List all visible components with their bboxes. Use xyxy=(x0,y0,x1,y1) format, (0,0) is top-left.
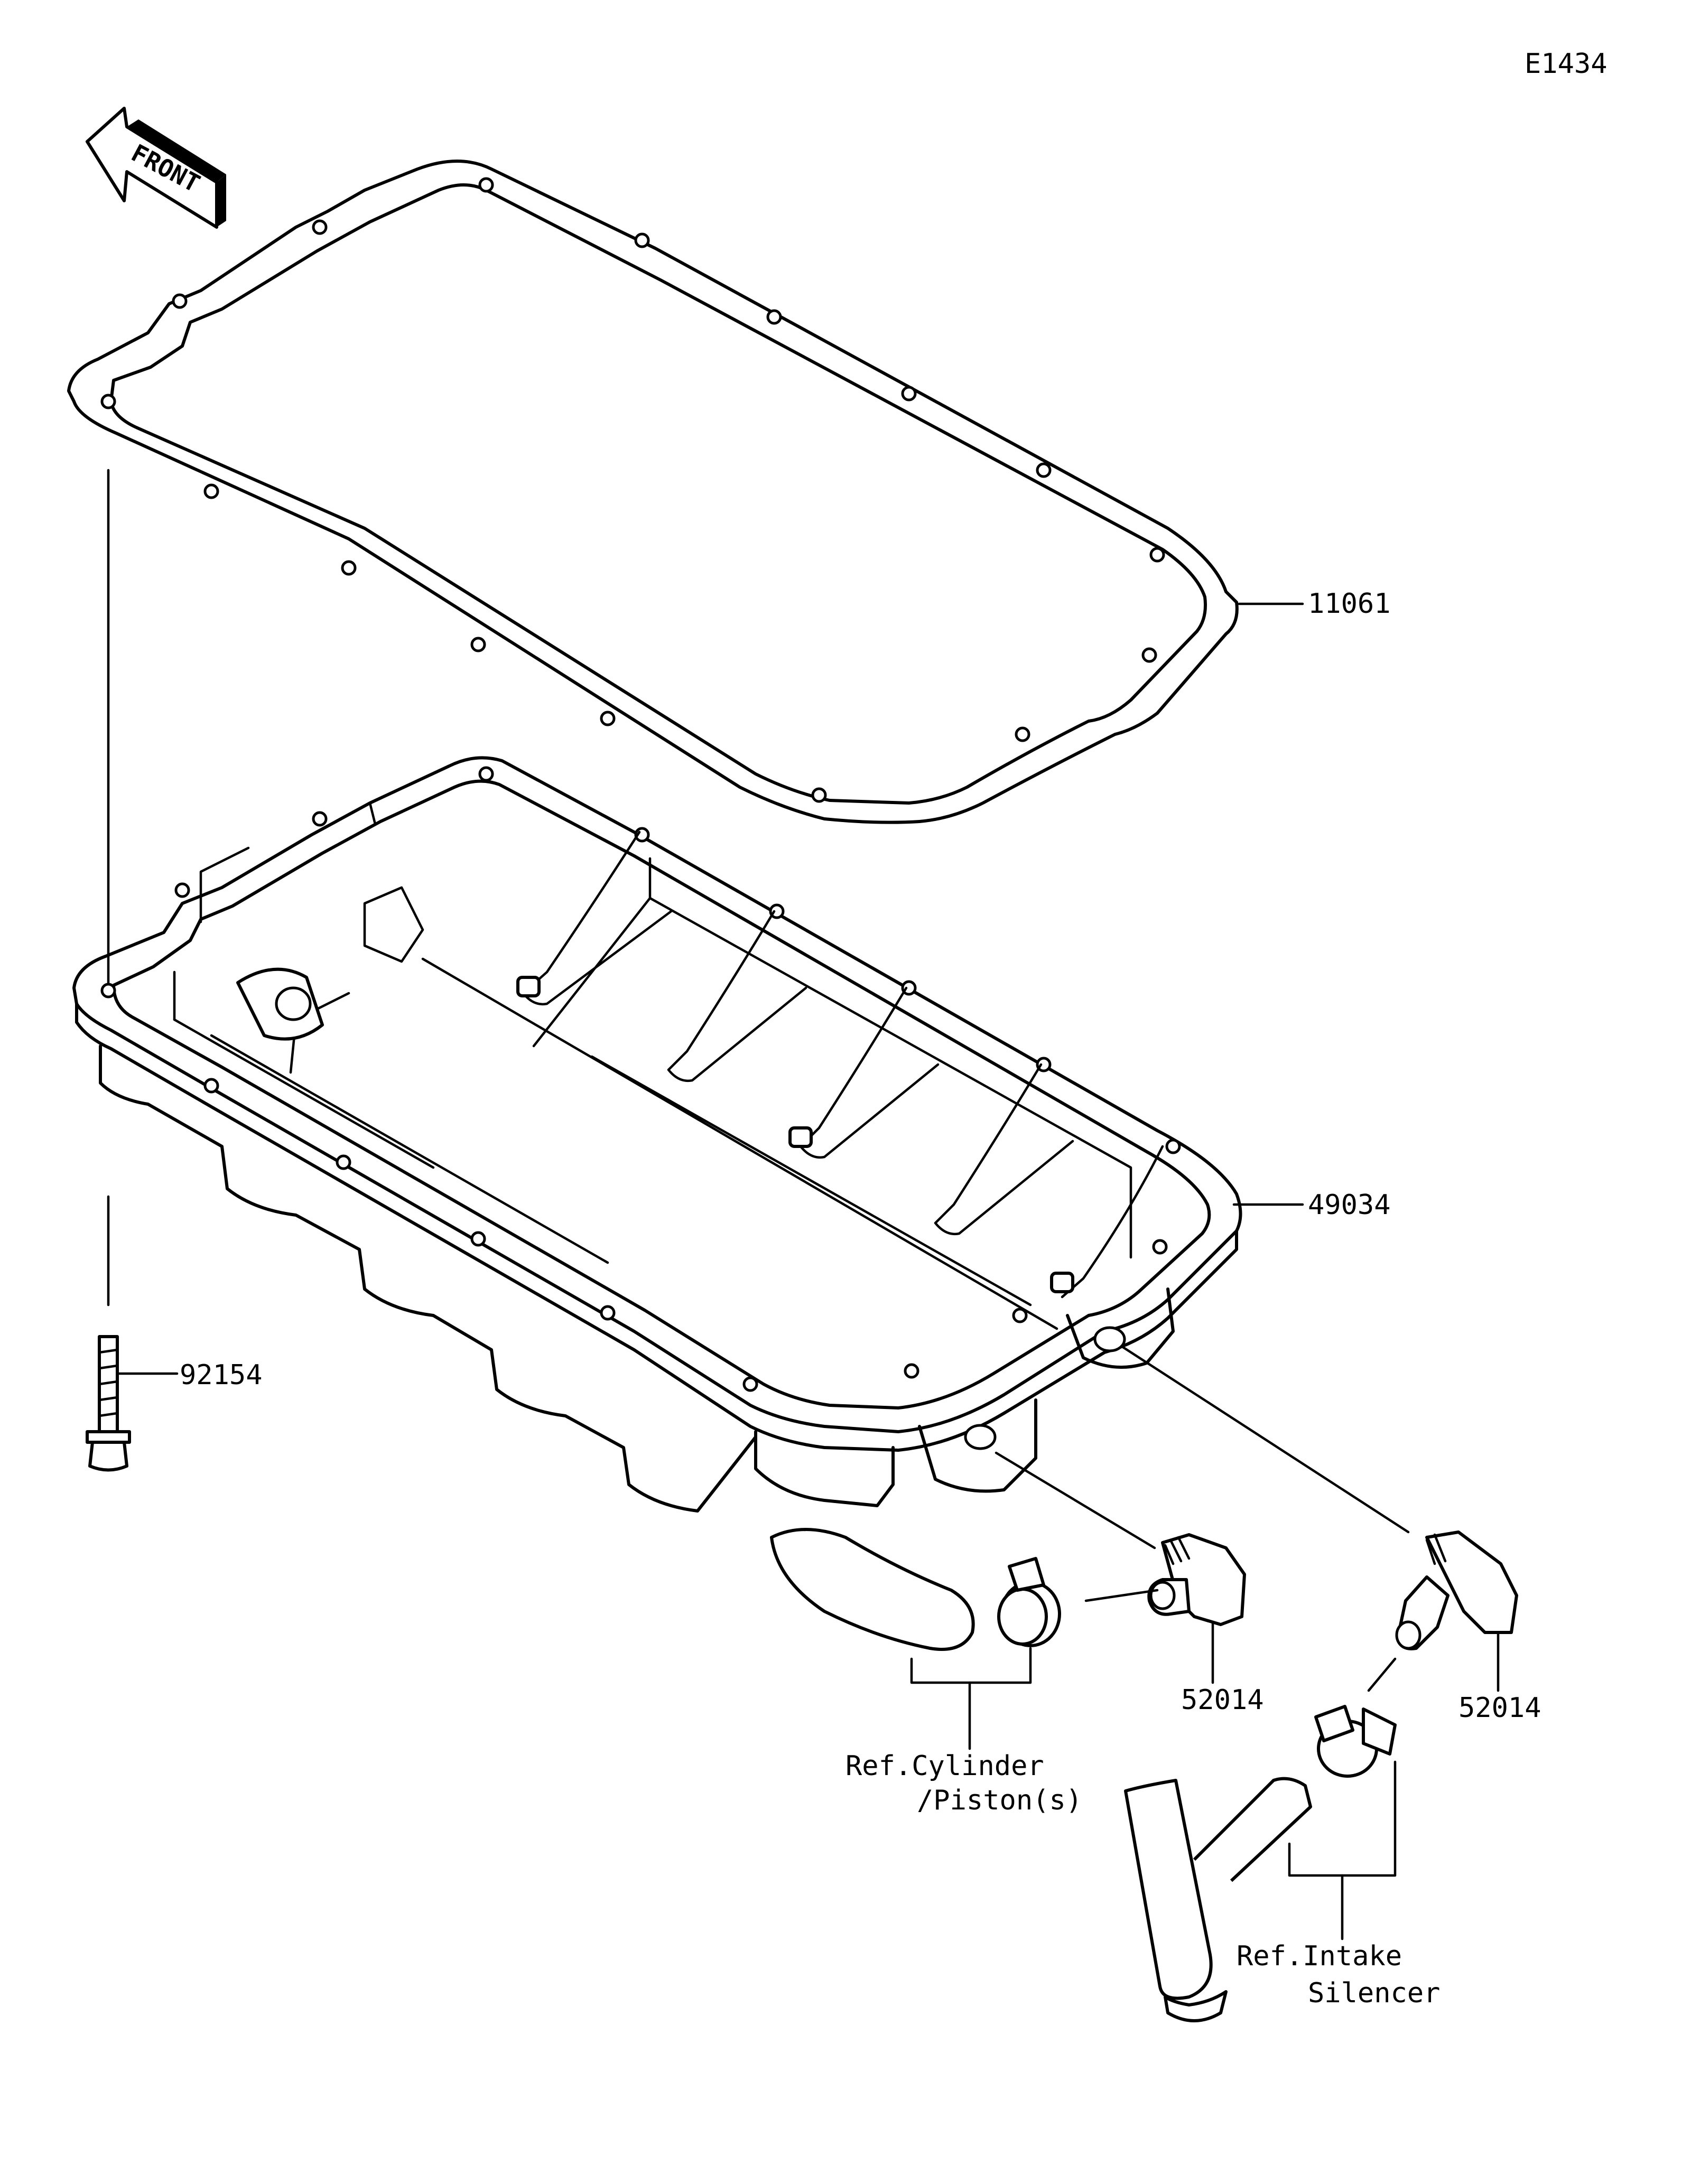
diagram-code: E1434 xyxy=(1525,48,1608,80)
part-number-gasket: 11061 xyxy=(1308,588,1391,620)
ref-intake-line1: Ref.Intake xyxy=(1237,1940,1402,1972)
oil-fitting-right xyxy=(1395,1530,1518,1650)
part-number-oil-pan: 49034 xyxy=(1308,1189,1391,1221)
oil-pan-gasket xyxy=(67,160,1239,824)
ref-cylinder-line2: /Piston(s) xyxy=(917,1785,1082,1816)
oil-fitting-left xyxy=(1147,1533,1246,1626)
flange-bolt xyxy=(86,1335,131,1472)
part-number-fitting-left: 52014 xyxy=(1181,1684,1264,1716)
hose-clamp-left xyxy=(997,1557,1061,1647)
cylinder-hose xyxy=(770,1528,975,1651)
front-arrow-icon: FRONT xyxy=(86,107,226,229)
intake-silencer-pipe xyxy=(1124,1777,1312,2022)
oil-pan xyxy=(72,756,1242,1513)
hose-clamp-right xyxy=(1314,1705,1397,1778)
part-number-bolt: 92154 xyxy=(180,1359,263,1391)
ref-cylinder-line1: Ref.Cylinder xyxy=(846,1750,1044,1782)
part-number-fitting-right: 52014 xyxy=(1458,1692,1541,1724)
ref-intake-line2: Silencer xyxy=(1308,1977,1440,2009)
